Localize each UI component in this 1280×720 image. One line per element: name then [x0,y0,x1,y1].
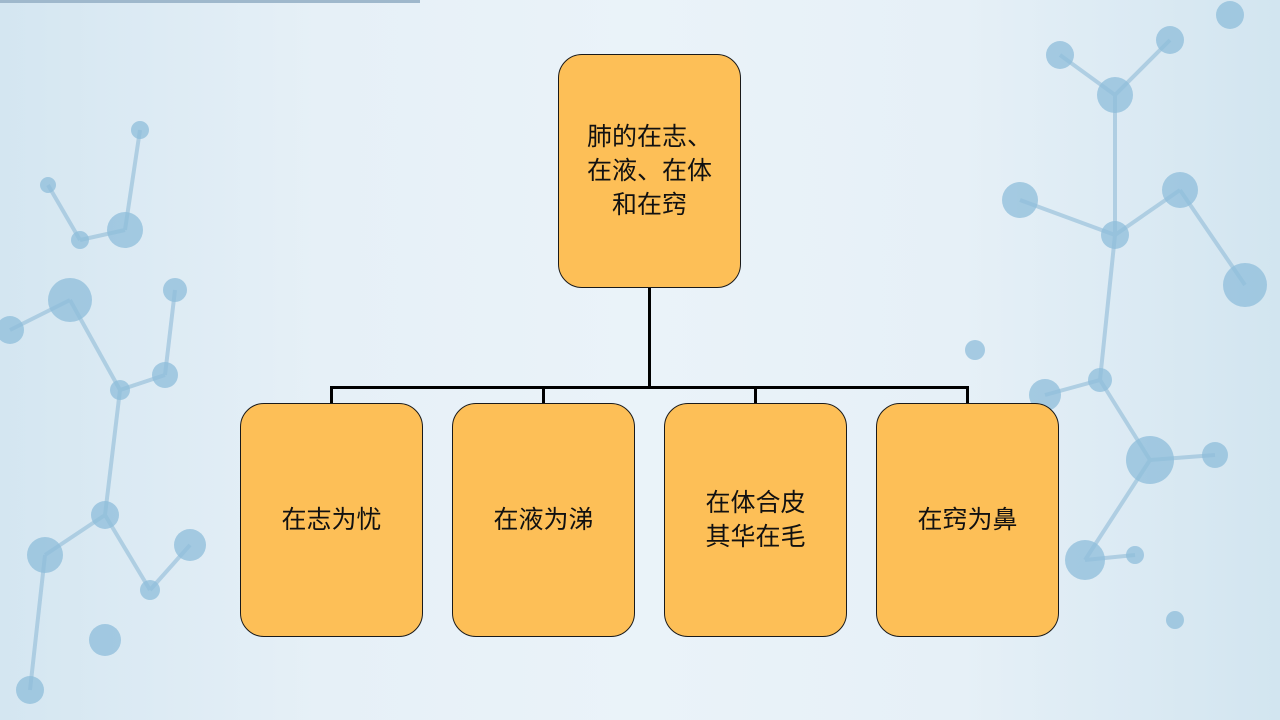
root-node-line: 肺的在志、 [586,122,712,151]
connector-child-2 [542,386,545,404]
top-accent-bar [0,0,420,3]
connector-child-1 [330,386,333,404]
root-node-line: 在液、在体 [586,156,712,185]
child-node-label: 在液为涕 [493,505,594,534]
child-node-emotion: 在志为忧 [240,403,423,637]
child-node-fluid: 在液为涕 [452,403,635,637]
connector-child-3 [754,386,757,404]
child-node-orifice: 在窍为鼻 [876,403,1059,637]
root-node-line: 和在窍 [611,190,687,219]
child-node-label: 在窍为鼻 [917,505,1018,534]
root-node: 肺的在志、 在液、在体 和在窍 [558,54,741,288]
child-node-label: 在体合皮 [705,488,806,517]
connector-root-down [648,287,651,389]
connector-child-4 [966,386,969,404]
connector-horizontal [330,386,969,389]
child-node-body: 在体合皮 其华在毛 [664,403,847,637]
child-node-label: 其华在毛 [705,522,806,551]
child-node-label: 在志为忧 [281,505,382,534]
